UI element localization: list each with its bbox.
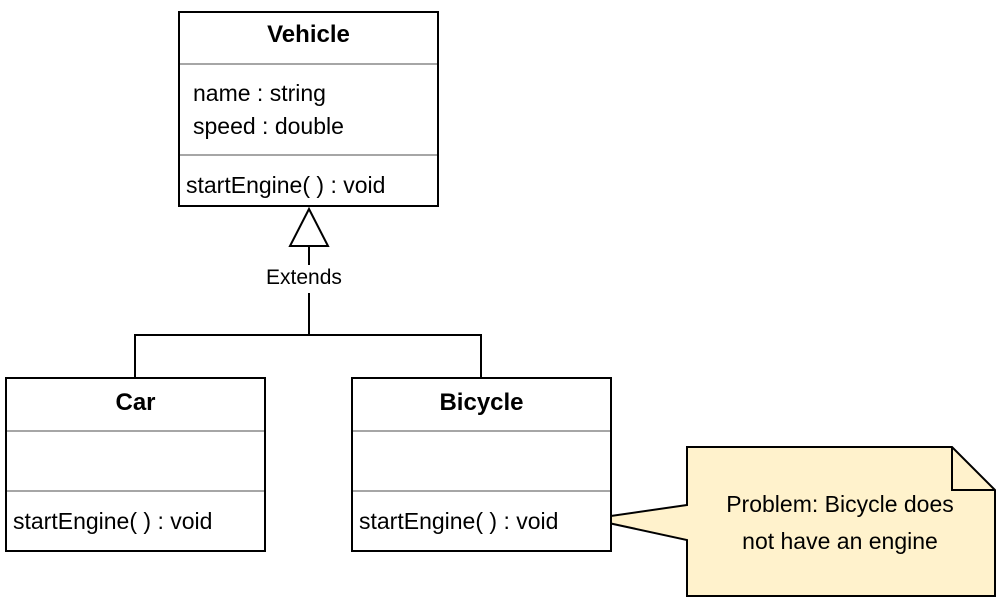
class-vehicle-attribute: speed : double <box>193 113 344 139</box>
class-car[interactable]: Car startEngine( ) : void <box>5 377 266 552</box>
class-vehicle-separator-methods <box>180 154 437 156</box>
class-vehicle-name: Vehicle <box>267 21 350 48</box>
class-vehicle-attribute: name : string <box>193 80 326 106</box>
class-bicycle[interactable]: Bicycle startEngine( ) : void <box>351 377 612 552</box>
note-line: Problem: Bicycle does <box>726 491 954 517</box>
class-car-separator-attributes <box>7 430 264 432</box>
class-bicycle-separator-attributes <box>353 430 610 432</box>
inheritance-branch-line <box>134 334 482 377</box>
class-car-separator-methods <box>7 490 264 492</box>
inheritance-arrowhead <box>288 206 330 247</box>
note-callout-shape <box>589 446 996 597</box>
class-car-method: startEngine( ) : void <box>13 508 213 534</box>
class-vehicle-separator-attributes <box>180 63 437 65</box>
class-vehicle[interactable]: Vehicle name : string speed : double sta… <box>178 11 439 207</box>
class-bicycle-method: startEngine( ) : void <box>359 508 559 534</box>
class-bicycle-separator-methods <box>353 490 610 492</box>
note-text: Problem: Bicycle does not have an engine <box>700 486 980 560</box>
class-vehicle-method: startEngine( ) : void <box>186 172 386 198</box>
class-bicycle-name: Bicycle <box>439 389 524 416</box>
relation-label: Extends <box>264 266 344 290</box>
note-fold-corner <box>951 447 995 491</box>
note-line: not have an engine <box>742 528 938 554</box>
class-car-name: Car <box>115 389 156 416</box>
